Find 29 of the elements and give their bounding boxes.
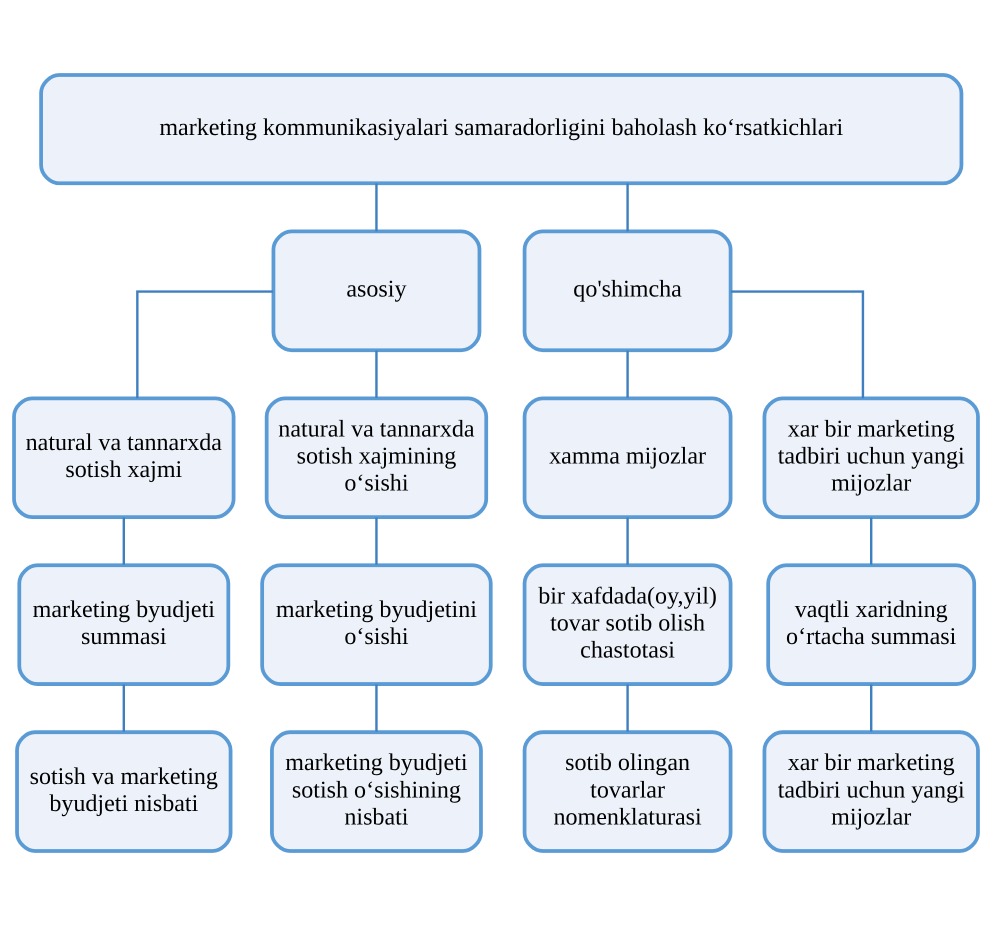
node-box: asosiy (272, 230, 482, 352)
connector (626, 518, 629, 565)
node-box: bir xafdada(oy,yil) tovar sotib olish chastotasi (522, 563, 732, 686)
node-box: marketing kommunikasiyalari samaradorligini baholash ko‘rsatkichlari (39, 73, 964, 186)
connector (870, 518, 872, 565)
connector (122, 518, 125, 565)
connector (136, 290, 273, 398)
node-box: xar bir marketing tadbiri uchun yangi mijozlar (762, 730, 980, 853)
node-box: marketing byudjeti summasi (17, 563, 230, 686)
node-box: vaqtli xaridning o‘rtacha summasi (766, 563, 976, 686)
connector (730, 290, 864, 398)
node-box: sotish va marketing byudjeti nisbati (15, 730, 232, 853)
connector (626, 183, 629, 232)
node-box: xar bir marketing tadbiri uchun yangi mijozlar (762, 396, 980, 520)
connector (870, 684, 872, 732)
connector (375, 518, 378, 565)
connector (375, 183, 378, 232)
node-box: sotib olingan tovarlar nomenklaturasi (522, 730, 732, 853)
connector (375, 684, 378, 732)
connector (626, 684, 629, 732)
node-box: natural va tannarxda sotish xajmi (12, 396, 236, 520)
node-box: qo'shimcha (522, 230, 732, 352)
node-box: marketing byudjetini o‘sishi (260, 563, 493, 686)
connector (375, 350, 378, 398)
node-box: xamma mijozlar (522, 396, 732, 520)
connector (626, 350, 629, 398)
node-box: natural va tannarxda sotish xajmining o‘sishi (264, 396, 488, 520)
connector (122, 684, 125, 732)
node-box: marketing byudjeti sotish o‘sishining nisbati (270, 730, 483, 853)
